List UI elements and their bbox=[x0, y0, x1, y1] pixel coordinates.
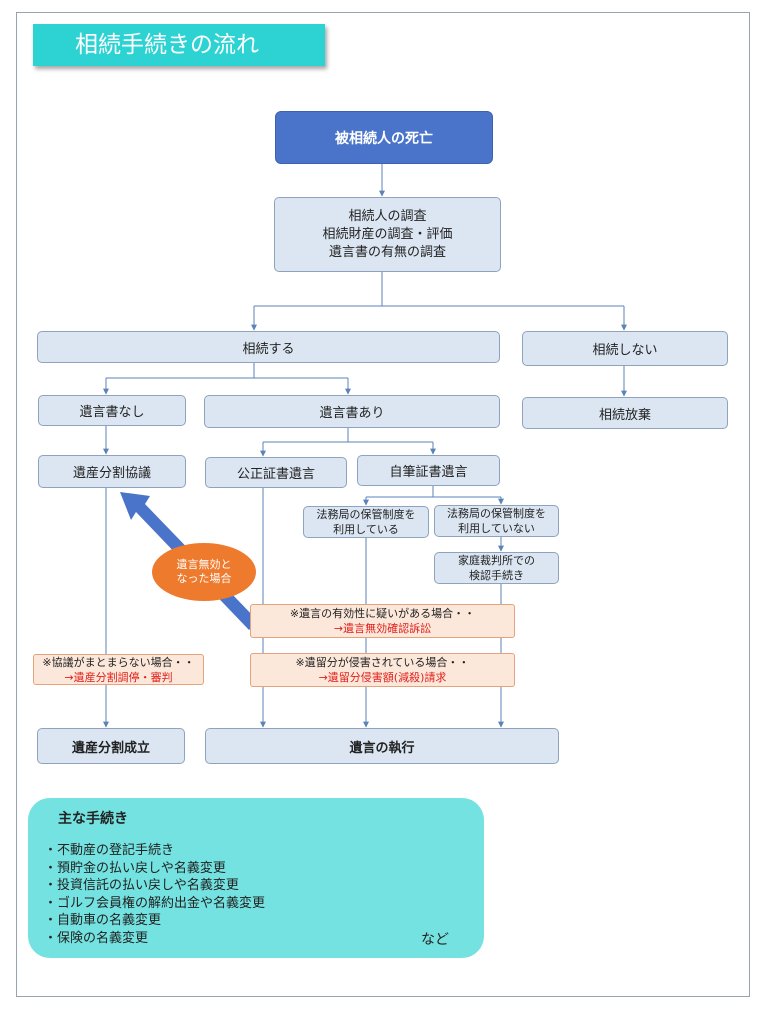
list-item: ・自動車の名義変更 bbox=[44, 913, 162, 928]
etc-label: など bbox=[421, 932, 449, 948]
note-disagreement: ※協議がまとまらない場合・・ →遺産分割調停・審判 bbox=[33, 654, 204, 685]
box-death: 被相続人の死亡 bbox=[275, 111, 493, 164]
main-procedures-heading: 主な手続き bbox=[58, 811, 128, 827]
box-division-done: 遺産分割成立 bbox=[37, 728, 185, 764]
box-investigation: 相続人の調査 相続財産の調査・評価 遺言書の有無の調査 bbox=[274, 197, 501, 272]
invalid-will-oval: 遺言無効と なった場合 bbox=[152, 543, 256, 601]
page-title: 相続手続きの流れ bbox=[33, 24, 325, 66]
box-not-inherit: 相続しない bbox=[522, 331, 728, 366]
list-item: ・ゴルフ会員権の解約出金や名義変更 bbox=[44, 895, 266, 911]
box-using-custody: 法務局の保管制度を 利用している bbox=[303, 506, 429, 538]
box-holographic-will: 自筆証書遺言 bbox=[357, 455, 500, 486]
list-item: ・保険の名義変更 bbox=[44, 930, 149, 946]
box-division-talk: 遺産分割協議 bbox=[38, 455, 186, 488]
list-item: ・不動産の登記手続き bbox=[44, 843, 175, 858]
main-procedures-list: ・不動産の登記手続き ・預貯金の払い戻しや名義変更 ・投資信託の払い戻しや名義変… bbox=[44, 842, 265, 947]
page-frame bbox=[16, 12, 750, 997]
note-reserved-portion: ※遺留分が侵害されている場合・・ →遺留分侵害額(減殺)請求 bbox=[250, 653, 515, 687]
box-inherit: 相続する bbox=[37, 331, 500, 363]
list-item: ・投資信託の払い戻しや名義変更 bbox=[44, 878, 239, 893]
box-renounce: 相続放棄 bbox=[522, 397, 728, 429]
box-probate: 家庭裁判所での 検認手続き bbox=[434, 552, 559, 584]
box-execution: 遺言の執行 bbox=[205, 728, 559, 764]
box-notarial-will: 公正証書遺言 bbox=[205, 457, 347, 488]
box-not-using-custody: 法務局の保管制度を 利用していない bbox=[434, 505, 559, 537]
list-item: ・預貯金の払い戻しや名義変更 bbox=[44, 860, 226, 876]
note-will-validity: ※遺言の有効性に疑いがある場合・・ →遺言無効確認訴訟 bbox=[250, 604, 515, 638]
box-no-will: 遺言書なし bbox=[38, 395, 186, 426]
main-procedures-panel: 主な手続き ・不動産の登記手続き ・預貯金の払い戻しや名義変更 ・投資信託の払い… bbox=[28, 798, 484, 958]
box-has-will: 遺言書あり bbox=[204, 395, 500, 428]
